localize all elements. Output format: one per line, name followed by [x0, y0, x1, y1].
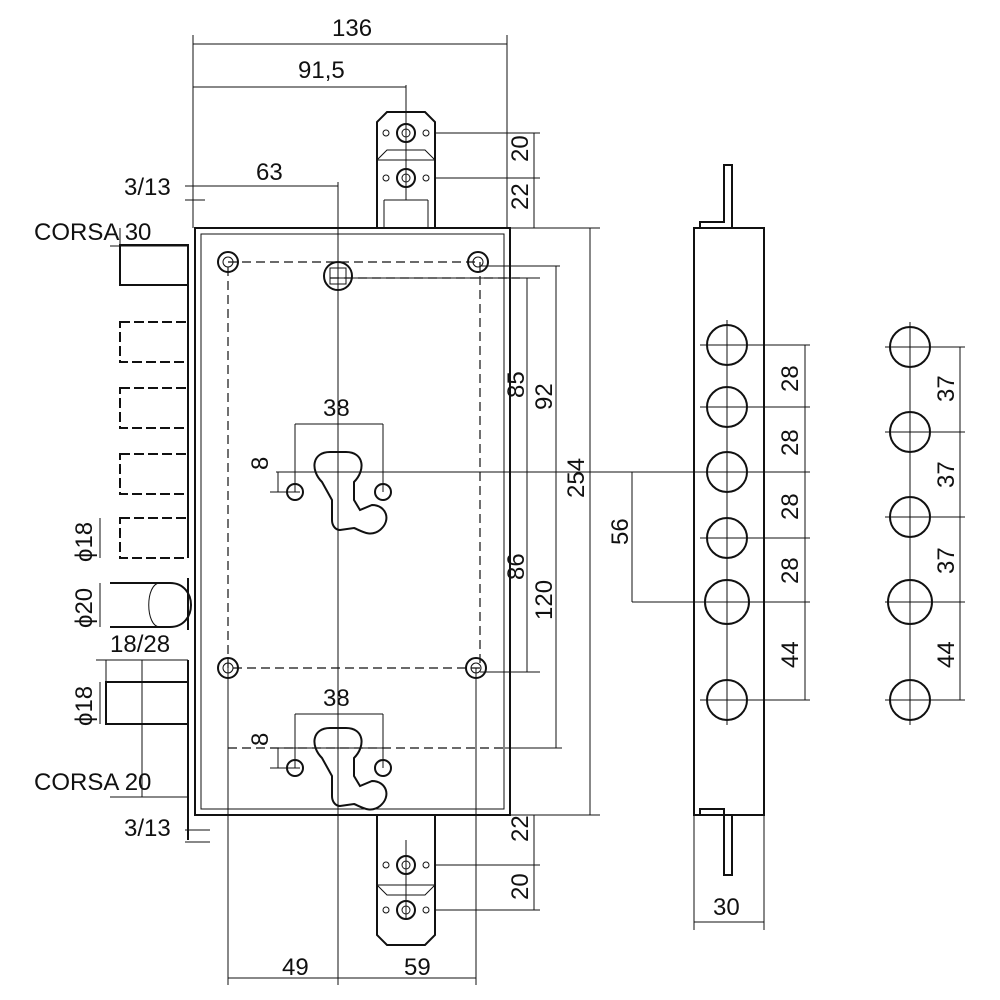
label-pin-dia-18-a: ϕ18 [71, 522, 98, 562]
bolt-spacing-view [885, 322, 965, 725]
bolt [119, 244, 189, 286]
dim-136: 136 [332, 15, 372, 42]
dim-44-right: 44 [933, 641, 960, 668]
dim-bottom-20: 20 [507, 873, 534, 900]
dim-top-20: 20 [507, 135, 534, 162]
bolt [119, 321, 189, 363]
top-connector-plate [376, 85, 436, 228]
label-pin-dia-20: ϕ20 [71, 588, 98, 628]
dimension-text: 136 91,5 63 3/13 CORSA 30 38 38 18/28 CO… [34, 15, 960, 981]
dim-91-5: 91,5 [298, 57, 345, 84]
dim-38-top: 38 [323, 395, 350, 422]
dim-37-b: 37 [933, 461, 960, 488]
lock-body [194, 182, 640, 985]
upper-cylinder-cutout [286, 451, 392, 535]
label-pin-spacing: 18/28 [110, 631, 170, 658]
bolt [119, 387, 189, 429]
bolt [119, 517, 189, 559]
dim-85: 85 [503, 371, 530, 398]
dim-28-d: 28 [777, 557, 804, 584]
lock-case-inner [200, 233, 505, 810]
dim-top-22: 22 [507, 183, 534, 210]
lower-cylinder-cutout [286, 727, 392, 811]
dimension-lines [96, 35, 600, 985]
left-bolts [105, 244, 192, 840]
dim-49: 49 [282, 954, 309, 981]
dim-254: 254 [563, 458, 590, 498]
label-offset-bottom: 3/13 [124, 815, 171, 842]
dim-63: 63 [256, 159, 283, 186]
dim-120: 120 [531, 580, 558, 620]
dim-59: 59 [404, 954, 431, 981]
dim-37-c: 37 [933, 547, 960, 574]
dim-44-bar: 44 [777, 641, 804, 668]
bolt [105, 681, 189, 725]
dim-8-top: 8 [247, 457, 274, 470]
dim-92: 92 [531, 383, 558, 410]
dim-28-c: 28 [777, 493, 804, 520]
lock-case-outline [194, 227, 511, 816]
dim-28-a: 28 [777, 365, 804, 392]
screw [467, 251, 489, 273]
latch-bolt [110, 578, 192, 630]
label-corsa-30: CORSA 30 [34, 219, 151, 246]
label-corsa-20: CORSA 20 [34, 769, 151, 796]
dim-8-bottom: 8 [247, 733, 274, 746]
dim-86: 86 [503, 553, 530, 580]
label-offset-top: 3/13 [124, 174, 171, 201]
bolt-bar-side-view [631, 164, 810, 930]
dim-30: 30 [713, 894, 740, 921]
bolt [119, 453, 189, 495]
bottom-connector-plate [376, 815, 436, 946]
label-pin-dia-18-b: ϕ18 [71, 686, 98, 726]
lock-internal-dashed-frame [227, 261, 481, 669]
dim-56: 56 [607, 518, 634, 545]
dim-37-a: 37 [933, 375, 960, 402]
dim-bottom-22: 22 [507, 815, 534, 842]
dim-38-bottom: 38 [323, 685, 350, 712]
screw [217, 251, 239, 273]
dim-28-b: 28 [777, 429, 804, 456]
